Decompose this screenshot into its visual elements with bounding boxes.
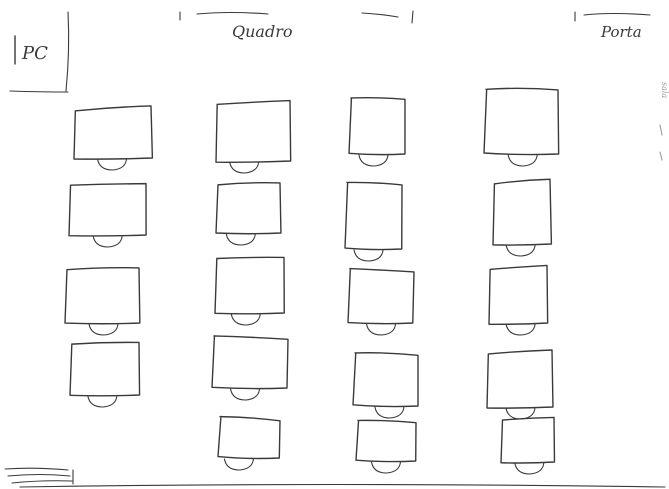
desk-table	[493, 179, 551, 245]
desk-c2-r3	[215, 257, 284, 325]
chair	[506, 408, 535, 419]
pc-label: PC	[21, 43, 48, 64]
desk-c3-r3	[348, 269, 414, 335]
chair	[89, 324, 118, 335]
chair	[226, 234, 255, 245]
desk-c2-r1	[216, 101, 291, 173]
desk-table	[69, 184, 146, 236]
svg-text:sala: sala	[660, 82, 669, 98]
chair	[231, 389, 260, 400]
chair	[93, 236, 122, 247]
desk-c4-r5	[501, 417, 554, 474]
desk-c1-r4	[70, 342, 140, 407]
chair	[224, 459, 253, 470]
desk-table	[215, 257, 284, 313]
desk-c1-r2	[69, 184, 146, 247]
desk-table	[216, 101, 291, 163]
chair	[375, 407, 404, 418]
desk-table	[74, 106, 152, 159]
chair	[506, 324, 535, 335]
desk-c4-r2	[493, 179, 551, 256]
desk-c3-r5	[356, 420, 416, 473]
desk-table	[216, 183, 281, 234]
desk-table	[489, 265, 548, 324]
chair	[88, 396, 117, 407]
desk-c2-r2	[216, 183, 281, 245]
desk-table	[70, 342, 140, 395]
chair	[354, 250, 383, 261]
chair	[230, 162, 259, 173]
board-label: Quadro	[232, 22, 292, 41]
chair	[508, 155, 537, 166]
chair	[371, 462, 400, 473]
desk-table	[356, 420, 416, 461]
desk-table	[484, 88, 559, 154]
desk-table	[501, 417, 554, 463]
desk-grid	[65, 88, 559, 474]
desk-c4-r4	[487, 350, 553, 419]
bottom-wall	[5, 468, 665, 487]
chair	[367, 324, 396, 335]
chair	[97, 159, 126, 170]
desk-table	[65, 268, 140, 324]
desk-c2-r5	[218, 417, 280, 470]
margin-marks: sala	[660, 82, 669, 160]
desk-table	[348, 269, 414, 324]
desk-table	[218, 417, 280, 459]
chair	[231, 314, 260, 325]
desk-table	[353, 353, 418, 407]
door-label: Porta	[600, 23, 642, 41]
desk-table	[349, 98, 405, 155]
desk-c4-r1	[484, 88, 559, 166]
desk-c3-r4	[353, 353, 418, 418]
chair	[515, 463, 544, 474]
chair	[359, 155, 388, 166]
desk-table	[487, 350, 553, 408]
desk-c3-r1	[349, 98, 405, 166]
desk-table	[345, 182, 402, 249]
desk-c4-r3	[489, 265, 548, 335]
desk-c2-r4	[212, 336, 288, 400]
desk-table	[212, 336, 288, 389]
chair	[506, 245, 535, 256]
desk-c1-r3	[65, 268, 140, 335]
desk-c1-r1	[74, 106, 152, 170]
desk-c3-r2	[345, 182, 402, 261]
